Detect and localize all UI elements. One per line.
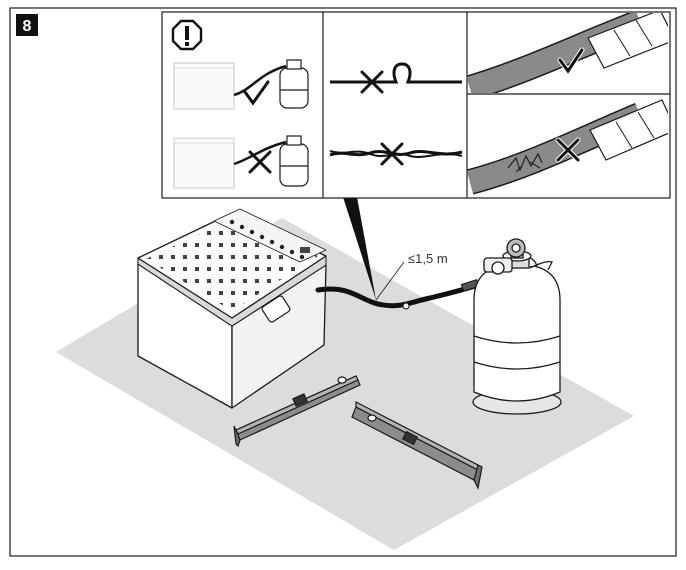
check-mark-icon (243, 80, 270, 106)
length-limit-label: ≤1,5 m (408, 251, 448, 266)
exclamation-octagon-icon (171, 19, 203, 51)
x-mark-icon (380, 142, 404, 166)
callout-panels (161, 11, 671, 199)
x-mark-icon (556, 138, 580, 162)
callout-pointer (343, 197, 376, 300)
cool-box-handle (261, 295, 291, 323)
check-mark-icon (558, 48, 584, 74)
step-badge: 8 (16, 14, 38, 36)
panel-hose-condition (467, 13, 670, 195)
x-mark-icon (360, 70, 384, 94)
gas-hose (315, 280, 487, 309)
panel-hose-routing (329, 62, 463, 166)
spirit-level-right (351, 401, 483, 490)
x-mark-icon (248, 150, 272, 174)
gas-cylinder (472, 238, 562, 415)
cool-box (137, 208, 327, 409)
length-marker: ≤1,5 m (375, 251, 448, 301)
control-panel (213, 208, 327, 263)
panel-placement (171, 19, 309, 189)
spirit-level-left (233, 375, 361, 448)
step-number: 8 (23, 18, 32, 35)
